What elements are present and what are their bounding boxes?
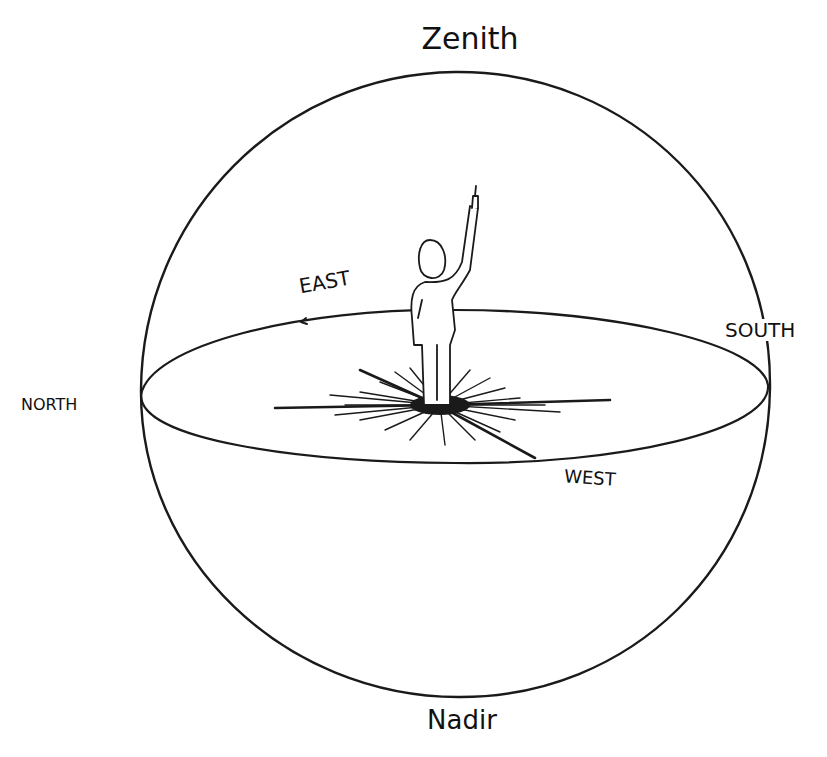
stick-figure	[411, 186, 478, 405]
direction-tick	[301, 318, 307, 324]
direction-label: SOUTH	[722, 319, 798, 341]
direction-label: Nadir	[424, 706, 500, 735]
direction-label: Zenith	[418, 22, 521, 55]
sphere-outline	[141, 72, 770, 697]
direction-label: WEST	[561, 466, 620, 490]
direction-label: NORTH	[18, 396, 80, 414]
direction-label: EAST	[295, 266, 355, 298]
